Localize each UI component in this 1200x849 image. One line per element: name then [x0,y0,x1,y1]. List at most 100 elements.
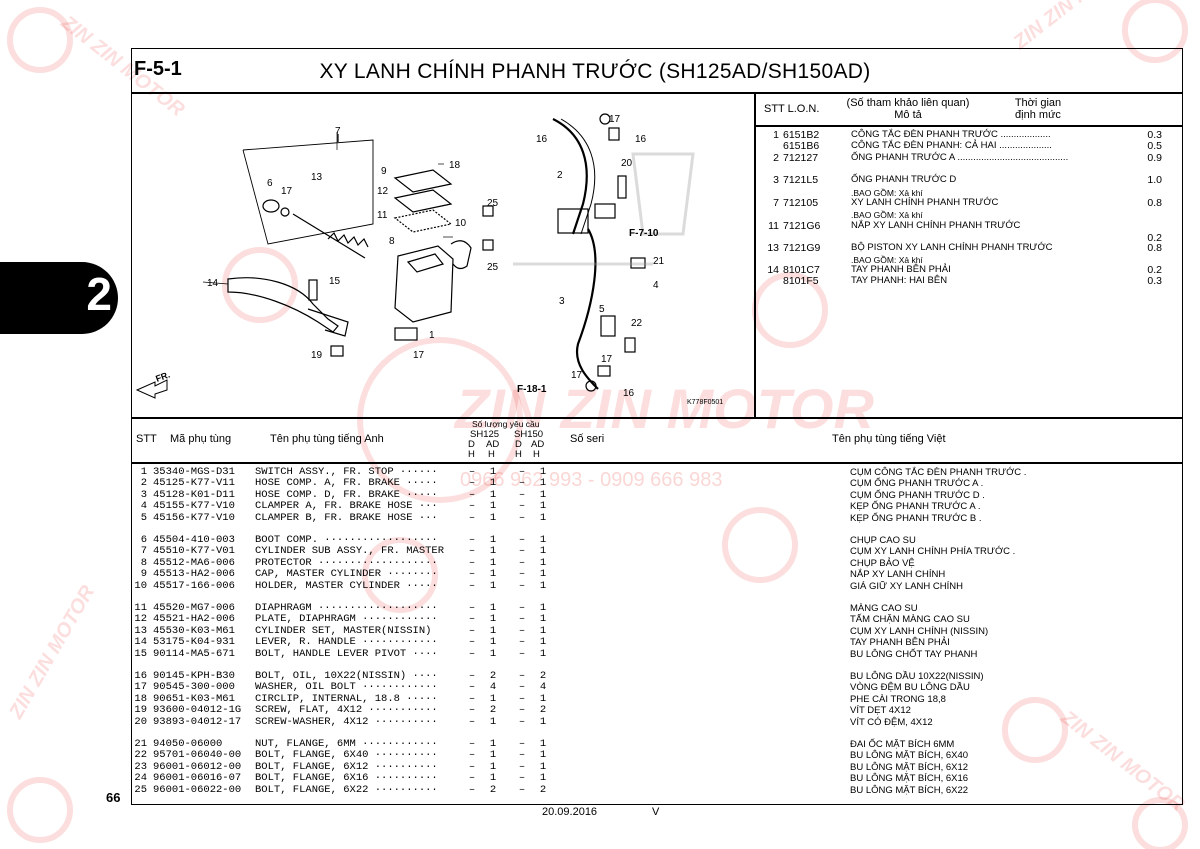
info-stt: 13 [767,242,779,254]
bolt-25-shape [482,205,494,217]
row-name-en: CAP, MASTER CYLINDER ········ [255,568,438,581]
row-stt: 20 [134,715,147,728]
callout-10: 10 [455,218,467,229]
row-qty: – [518,500,526,513]
info-stt: 11 [768,220,779,232]
nut-shape [330,345,344,357]
callout-22: 20 [621,158,633,169]
row-qty: – [468,692,476,705]
front-arrow-label: FR. [154,370,171,384]
piston-rod-shape [292,213,366,259]
row-name-en: CIRCLIP, INTERNAL, 18.8 ····· [255,692,438,705]
row-qty: 1 [489,500,497,513]
col-name-vi: Tên phụ tùng tiếng Việt [832,433,946,445]
row-qty: – [518,568,526,581]
row-qty: 1 [539,772,547,785]
row-stt: 8 [140,556,147,569]
callout-13: 13 [311,172,323,183]
row-stt: 3 [140,488,147,501]
diaphragm-shape [393,209,453,233]
callout-25b: 25 [487,262,499,273]
callout-17: 16 [536,134,548,145]
row-qty: – [468,613,476,626]
row-name-en: CYLINDER SET, MASTER(NISSIN) [255,624,432,637]
row-part-no: 45125-K77-V11 [153,477,235,490]
row-name-vi: BU LÔNG MẶT BÍCH, 6X40 [850,750,969,762]
watermark-phone: 0966 962 993 - 0909 666 983 [460,469,722,491]
info-lon: 8101C7 [783,264,820,276]
row-name-en: SCREW, FLAT, 4X12 ··········· [255,704,438,717]
row-qty: 1 [489,749,497,762]
row-part-no: 95701-06040-00 [153,749,242,762]
row-name-vi: KẸP ỐNG PHANH TRƯỚC B . [850,512,982,524]
row-qty: – [518,692,526,705]
row-qty: – [518,749,526,762]
watermark-logo-mid [362,537,438,613]
watermark-logo-corner [1132,797,1188,849]
row-qty: – [468,783,476,796]
row-name-en: BOLT, FLANGE, 6X40 ·········· [255,749,438,762]
row-qty: – [518,613,526,626]
callout-4: 4 [653,280,659,291]
row-qty: 2 [489,670,497,682]
info-desc: BỘ PISTON XY LANH CHÍNH PHANH TRƯỚC [851,242,1053,253]
row-qty: – [518,602,526,614]
row-qty: – [518,738,526,750]
row-name-en: HOLDER, MASTER CYLINDER ····· [255,579,438,592]
row-qty: – [468,647,476,660]
row-qty: – [518,556,526,569]
callout-23: 21 [653,256,665,267]
row-qty: – [468,624,476,637]
hose-joint-shape [557,208,589,234]
row-stt: 11 [134,602,147,614]
row-stt: 1 [140,466,147,478]
row-name-en: DIAPHRAGM ··················· [255,602,438,614]
oil-bolt-16b-shape [597,365,611,377]
row-name-en: PLATE, DIAPHRAGM ············ [255,613,438,626]
group-bracket [242,139,374,245]
row-part-no: 90114-MA5-671 [153,647,235,660]
row-qty: – [518,511,526,524]
spring-shape [327,231,369,248]
row-qty: 1 [539,500,547,513]
row-qty: – [518,466,526,478]
info-time: 0.2 [1147,232,1162,244]
callout-5: 5 [599,304,605,315]
row-qty: 1 [539,568,547,581]
info-lon: 7121L5 [783,174,819,186]
info-time: 0.9 [1147,152,1162,164]
info-time: 0.8 [1147,242,1162,254]
bolt-25b-shape [482,239,494,251]
divider-panel-header [754,125,1183,127]
info-stt: 14 [767,264,779,276]
row-part-no: 90651-K03-M61 [153,692,235,705]
row-stt: 24 [134,772,147,785]
info-sub: .BAO GỒM: Xả khí [851,188,923,198]
info-time: 1.0 [1147,174,1162,186]
row-qty: – [518,579,526,592]
row-part-no: 96001-06022-00 [153,783,242,796]
row-name-vi: GIÁ GIỮ XY LANH CHÍNH [850,580,963,592]
info-time: 0.3 [1147,129,1162,141]
row-name-vi: VÍT CÓ ĐỆM, 4X12 [850,716,933,728]
row-stt: 9 [140,568,147,581]
col-d-125: D [468,439,475,450]
info-desc: CÔNG TẮC ĐÈN PHANH TRƯỚC ...............… [851,129,1051,140]
row-stt: 2 [140,477,147,490]
row-name-en: WASHER, OIL BOLT ············ [255,681,438,694]
col-h-2: H [488,449,495,460]
callout-3: 3 [559,296,565,307]
callout-9: 9 [381,166,387,177]
info-stt: 1 [773,129,779,141]
col-sh150: SH150 [514,429,544,440]
chapter-tab: 2 [0,262,118,334]
row-qty: 1 [539,613,547,626]
row-qty: – [518,624,526,637]
